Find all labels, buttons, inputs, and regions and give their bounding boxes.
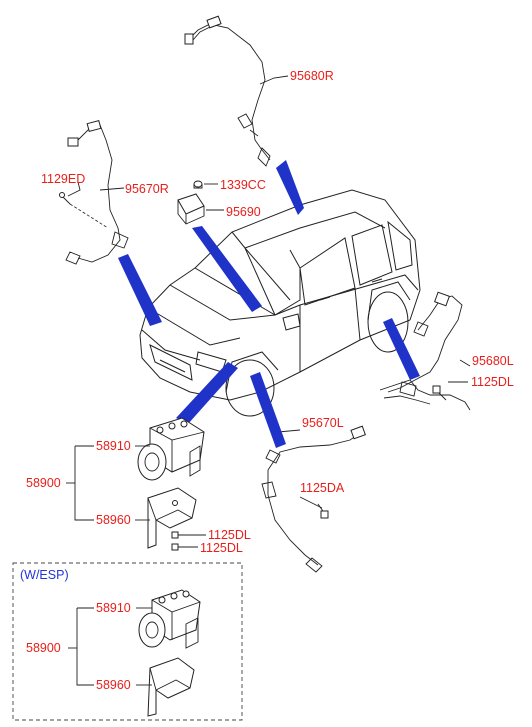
label-58910-top: 58910 [96,439,131,453]
label-1125DL-right: 1125DL [471,375,514,389]
sensor-95680L [379,291,471,411]
sensor-95680R [184,15,289,167]
label-1129ED: 1129ED [41,172,85,186]
label-58960-top: 58960 [96,513,131,527]
nut-1339CC [193,180,218,189]
label-95670R: 95670R [125,182,169,196]
label-95680L: 95680L [472,354,514,368]
hecu-58910-esp [138,589,201,649]
label-95680R: 95680R [290,69,334,83]
bolt-1129ED [59,181,109,229]
label-58910-esp: 58910 [96,601,131,615]
esp-variant-title: (W/ESP) [20,568,69,582]
label-58900-esp: 58900 [26,641,61,655]
group-bracket-58900-esp [68,607,152,686]
vehicle-outline [139,189,421,417]
label-1125DL-b: 1125DL [200,541,243,555]
label-1125DA: 1125DA [300,481,345,495]
label-95690: 95690 [226,205,261,219]
label-1339CC: 1339CC [220,178,266,192]
sensor-95670L [261,425,366,573]
module-95690 [177,193,224,225]
label-1125DL-a: 1125DL [208,528,251,542]
pointer-arrows [118,160,420,448]
bolt-1125DA [299,496,329,519]
bolts-1125DL-left [171,531,206,551]
sensor-95670R [65,119,129,265]
label-58900-top: 58900 [26,476,61,490]
label-95670L: 95670L [302,416,344,430]
bracket-58960 [147,487,197,549]
label-58960-esp: 58960 [96,678,131,692]
esp-variant-box [12,562,243,721]
bracket-58960-esp [147,657,195,717]
group-bracket-58900-top [66,445,150,521]
hecu-58910 [137,417,205,481]
bolt-1125DL-right [432,381,468,401]
